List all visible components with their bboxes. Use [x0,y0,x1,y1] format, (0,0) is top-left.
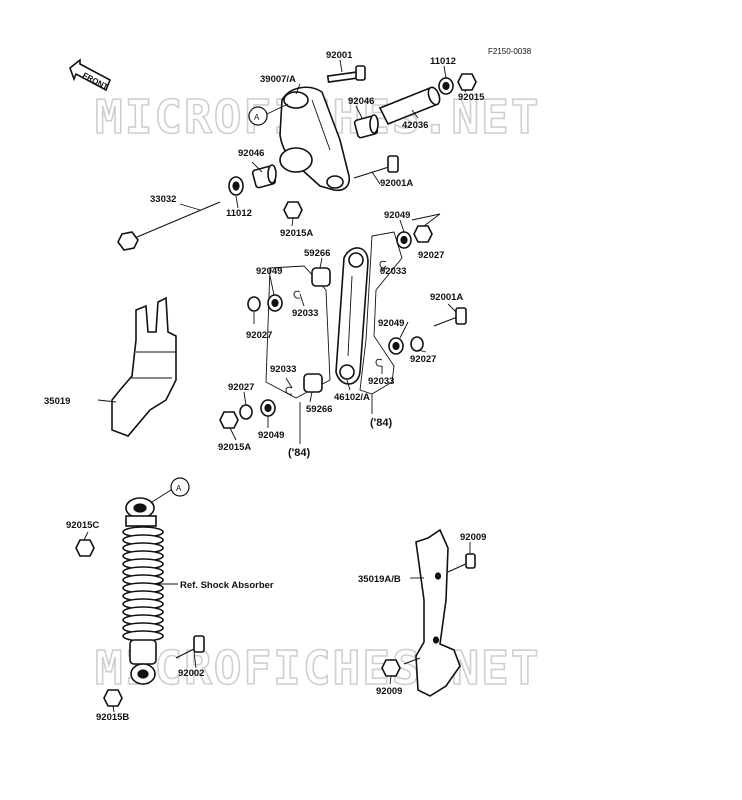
label-ref-shock-absorber: Ref. Shock Absorber [180,580,274,591]
label-92001a-top: 92001A [380,178,413,189]
label-92009-top: 92009 [460,532,486,543]
label-92015c: 92015C [66,520,99,531]
washer-92027-lower-left [239,404,253,420]
year-84-right: ('84) [370,417,393,429]
label-92033-left: 92033 [292,308,318,319]
label-92033-left-bottom: 92033 [270,364,296,375]
label-42036: 42036 [402,120,428,131]
washer-92049-right-top-hole [400,235,408,245]
sleeve-42036 [378,86,441,126]
label-92015-top: 92015 [458,92,485,103]
washer-92049-lower-left-hole [264,403,272,413]
guard-35019 [111,296,177,437]
label-92009-bottom: 92009 [376,686,402,697]
label-92027-left: 92027 [246,330,272,341]
label-92001: 92001 [326,50,353,61]
label-92015a-left-bottom: 92015A [218,442,251,453]
leader-lines [83,59,471,713]
label-46102a: 46102/A [334,392,370,403]
washer-92027-left [247,296,261,312]
label-92046-top: 92046 [348,96,374,107]
label-92015a-top: 92015A [280,228,313,239]
label-35019ab: 35019A/B [358,574,401,585]
bolt-92009-bottom [381,657,421,677]
nut-92027-right-top [413,225,433,243]
nut-92015a-top [283,201,303,219]
callout-a-upper: A [248,103,289,126]
bolt-92002 [175,635,205,659]
watermark-bottom: MICROFICHES.NET [95,641,540,695]
label-33032: 33032 [150,194,176,205]
bolt-92001a-right [433,307,467,327]
bolt-92001 [326,65,366,83]
label-92033-right-bottom: 92033 [368,376,394,387]
washer-92049-right-mid-hole [392,341,400,351]
bolt-92001a-top [353,155,399,179]
washer-11012-top-hole [442,81,450,91]
nut-92015-top [457,73,477,91]
bolt-33032 [117,201,221,251]
label-11012-top: 11012 [430,56,456,67]
label-92049-right: 92049 [384,210,410,221]
label-92046-mid: 92046 [238,148,264,159]
washer-11012-mid-hole [232,181,240,191]
label-92027-right: 92027 [418,250,444,261]
svg-text:A: A [176,484,182,493]
tie-rod-plate-left [265,265,331,399]
guard-35019ab [415,528,461,697]
callout-a-lower: A [151,477,190,503]
collar-59266-top [311,267,331,287]
nut-92015b [103,689,123,707]
rocker-arm [279,86,350,192]
label-11012-mid: 11012 [226,208,252,219]
washer-92049-left-hole [271,298,279,308]
label-92027-right-mid: 92027 [410,354,436,365]
washer-92027-right-mid [410,336,424,352]
label-39007a: 39007/A [260,74,296,85]
front-arrow-icon: FRONT [69,58,112,92]
label-59266-top: 59266 [304,248,330,259]
year-84-left: ('84) [288,447,311,459]
label-92002: 92002 [178,668,204,679]
label-92001a-right: 92001A [430,292,463,303]
label-92049-left-bottom: 92049 [258,430,284,441]
label-35019: 35019 [44,396,70,407]
shock-absorber [122,497,164,685]
label-92015b: 92015B [96,712,129,723]
figure-code: F2150-0038 [488,47,532,56]
label-92049-right-mid: 92049 [378,318,404,329]
label-92049-left: 92049 [256,266,282,277]
nut-92015a-lower-left [219,411,239,429]
label-59266-bottom: 59266 [306,404,332,415]
bushing-92046-mid [251,164,277,189]
bushing-92046-top [353,114,379,139]
tie-rod-46102 [335,247,369,385]
label-92033-right-top: 92033 [380,266,406,277]
bolt-92009-top [447,553,476,573]
collar-59266-bottom [303,373,323,393]
nut-92015c [75,539,95,557]
svg-text:A: A [254,113,260,122]
label-92027-left-bottom: 92027 [228,382,254,393]
